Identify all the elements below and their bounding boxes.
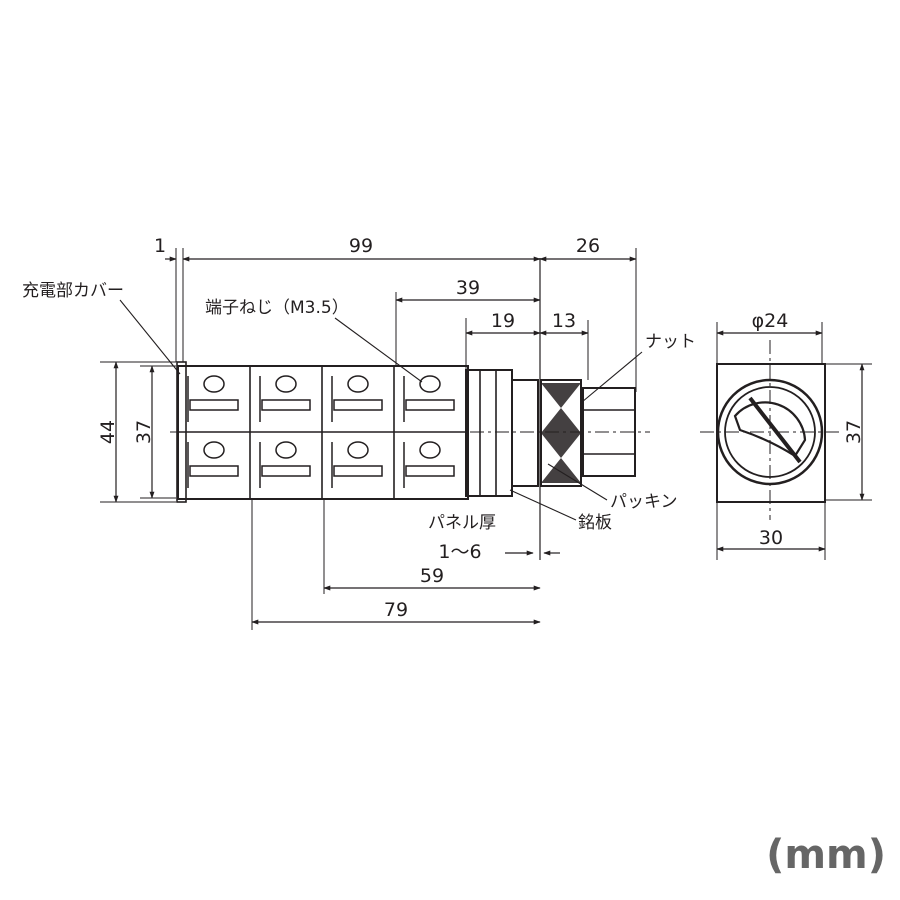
terminal-screw-head	[275, 375, 297, 393]
terminal-slot	[189, 465, 239, 477]
label-nut: ナット	[645, 332, 696, 352]
terminal-screw-head	[347, 441, 369, 459]
label-nameplate: 銘板	[578, 513, 612, 533]
terminal-slot	[405, 399, 455, 411]
terminal-slot	[261, 465, 311, 477]
terminal-slot	[261, 399, 311, 411]
label-terminal-screw: 端子ねじ（M3.5）	[205, 298, 349, 318]
front-view	[700, 340, 840, 520]
leader-lines	[119, 299, 643, 521]
front-panel-outline	[716, 363, 826, 503]
leader-live-part-cover	[119, 299, 181, 375]
label-packing: パッキン	[610, 492, 678, 512]
terminal-slot	[333, 465, 383, 477]
dim-79: 79	[384, 599, 408, 621]
dim-19: 19	[491, 310, 515, 332]
dimension-lines	[113, 256, 865, 625]
dim-39: 39	[456, 277, 480, 299]
leader-packing	[547, 463, 608, 501]
dim-phi24: φ24	[752, 310, 789, 332]
terminal-slot	[405, 465, 455, 477]
dim-37-right: 37	[843, 420, 865, 444]
dim-13: 13	[552, 310, 576, 332]
terminal-screw-head	[347, 375, 369, 393]
dim-26: 26	[576, 235, 600, 257]
terminal-slot	[333, 399, 383, 411]
dim-99: 99	[349, 235, 373, 257]
dimension-values: 1 99 26 39 19 13 44 37 1～6 59 79 φ24 37 …	[97, 235, 865, 621]
dim-30: 30	[759, 527, 783, 549]
nameplate-shape	[511, 379, 539, 487]
leader-nut	[581, 351, 643, 403]
terminal-screw-head	[203, 375, 225, 393]
leader-nameplate	[509, 489, 577, 521]
unit-label: (mm)	[766, 832, 886, 878]
label-panel-thickness: パネル厚	[428, 513, 496, 533]
dim-1: 1	[154, 235, 166, 257]
dim-37-left: 37	[133, 420, 155, 444]
operator-housing	[465, 369, 513, 497]
extension-lines	[100, 248, 872, 630]
terminal-slot	[189, 399, 239, 411]
dim-panel-range: 1～6	[438, 541, 481, 563]
leader-terminal-screw	[334, 317, 423, 383]
dim-44: 44	[97, 420, 119, 444]
dim-59: 59	[420, 565, 444, 587]
terminal-screw-head	[419, 441, 441, 459]
side-view	[170, 258, 650, 560]
terminal-screws	[187, 375, 455, 488]
terminal-screw-head	[275, 441, 297, 459]
terminal-screw-head	[203, 441, 225, 459]
terminal-screw-head	[419, 375, 441, 393]
label-live-part-cover: 充電部カバー	[22, 281, 124, 301]
part-labels: 充電部カバー 端子ねじ（M3.5） ナット パッキン 銘板 パネル厚	[22, 281, 696, 533]
selector-handle-bar	[748, 396, 802, 464]
